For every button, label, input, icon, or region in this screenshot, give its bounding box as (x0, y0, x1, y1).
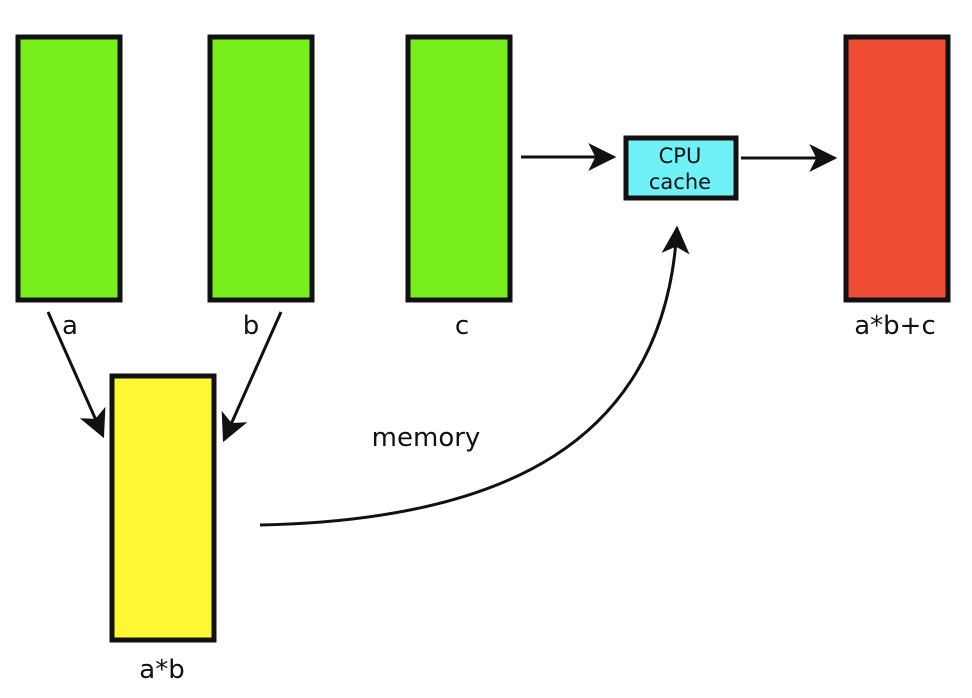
result-array-box (843, 34, 951, 303)
label-result: a*b+c (854, 311, 936, 341)
label-ab: a*b (139, 655, 184, 685)
array-c-box (405, 34, 513, 303)
array-a-box (15, 34, 123, 303)
cache-label-line2: cache (649, 170, 711, 194)
label-a: a (62, 311, 78, 341)
arrow-a-to-ab (46, 311, 106, 439)
label-memory: memory (372, 423, 481, 453)
label-b: b (243, 311, 260, 341)
label-c: c (455, 311, 469, 341)
cache-label-line1: CPU (659, 144, 702, 168)
arrow-b-to-ab (221, 311, 283, 443)
intermediate-array-box (109, 373, 217, 643)
arrow-memory-to-cache (259, 225, 690, 527)
cpu-cache-box (623, 135, 739, 201)
array-b-box (207, 34, 315, 303)
